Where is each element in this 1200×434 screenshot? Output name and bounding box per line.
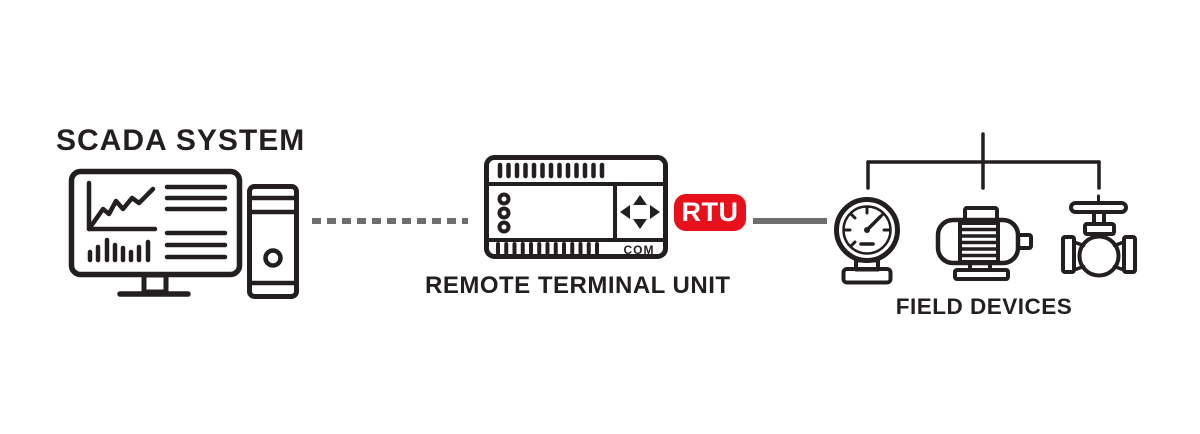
terminal-ticks-top: [497, 162, 605, 179]
line-chart-trend: [86, 186, 156, 232]
pressure-gauge-icon: [834, 197, 900, 285]
arrow-left-icon: [620, 205, 630, 219]
terminal-ticks-bottom: [496, 242, 599, 255]
field-devices-label: FIELD DEVICES: [895, 294, 1073, 319]
electric-motor-icon: [935, 206, 1033, 281]
gauge-needle: [865, 215, 882, 232]
keypad-arrow-icons: [620, 195, 660, 229]
monitor-icon: [68, 168, 243, 297]
scada-to-rtu-dashed-line: [312, 218, 468, 224]
power-button-icon: [263, 248, 283, 268]
field-devices-group: [834, 132, 1137, 285]
scada-workstation-icon: [68, 168, 299, 299]
scada-system-label: SCADA SYSTEM: [56, 124, 306, 157]
arrow-right-icon: [650, 205, 660, 219]
remote-terminal-unit-label: REMOTE TERMINAL UNIT: [425, 272, 731, 299]
valve-icon: [1061, 194, 1137, 278]
text-lines: [164, 184, 228, 260]
gauge-ticks: [843, 206, 891, 248]
rtu-device-icon: COM: [484, 155, 668, 259]
motor-fins: [958, 227, 1000, 258]
rtu-badge-label: RTU: [681, 197, 739, 227]
status-led-icons: [497, 192, 511, 234]
bar-chart-bars: [87, 237, 151, 263]
com-port-label: COM: [624, 243, 655, 257]
desktop-tower-icon: [247, 184, 299, 299]
arrow-up-icon: [633, 195, 647, 205]
arrow-down-icon: [633, 219, 647, 229]
rtu-to-field-devices-line: [753, 218, 827, 224]
tree-bracket-connector: [866, 132, 1101, 190]
rtu-badge: RTU: [674, 194, 746, 231]
